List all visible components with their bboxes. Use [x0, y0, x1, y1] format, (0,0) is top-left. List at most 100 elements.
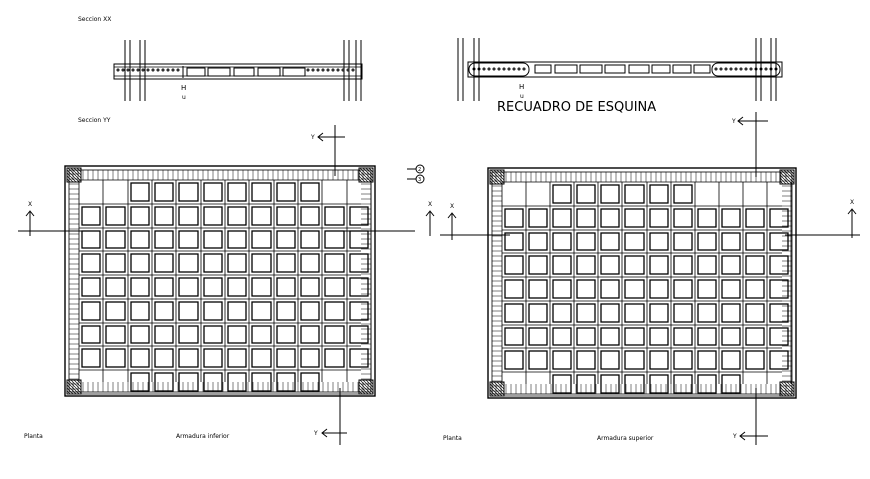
hollow-block [203, 301, 223, 321]
hollow-block [697, 303, 717, 323]
hollow-block [227, 277, 247, 297]
hollow-block [154, 301, 174, 321]
hollow-block [697, 374, 717, 394]
bar-dot [719, 67, 723, 71]
hollow-block [769, 208, 789, 228]
hatch-line [789, 169, 795, 175]
hollow-block [769, 232, 789, 251]
bar-dot [482, 67, 486, 71]
bar-dot [156, 68, 160, 72]
hollow-block [300, 348, 320, 368]
hollow-block [576, 374, 596, 394]
bar-dot [166, 68, 170, 72]
axis-markers-right-plan [440, 112, 860, 445]
hatch-line [359, 379, 374, 394]
section-mark-h-left: H [181, 84, 186, 92]
hollow-block [154, 372, 174, 392]
column-hatch [66, 379, 82, 395]
hatch-line [365, 167, 374, 176]
hollow-block [324, 301, 345, 321]
hatch-line [359, 167, 374, 182]
hatch-line [490, 169, 505, 184]
hollow-block [673, 374, 693, 394]
hollow-block [673, 303, 693, 323]
hollow-block [276, 182, 296, 202]
hollow-block [178, 348, 199, 368]
hollow-block [130, 277, 150, 297]
bar-dot [734, 67, 738, 71]
hatch-line [792, 381, 795, 384]
hollow-block [105, 253, 126, 273]
hollow-block [81, 277, 101, 297]
bar-dot [522, 67, 526, 71]
hollow-block [693, 64, 711, 74]
bar-dot [336, 68, 340, 72]
hollow-block [745, 255, 765, 275]
hollow-block [251, 230, 272, 249]
hatch-line [362, 379, 374, 391]
hollow-block [324, 253, 345, 273]
hollow-block [745, 232, 765, 251]
hollow-block [251, 182, 272, 202]
hollow-block [300, 372, 320, 392]
slab-outline [113, 63, 363, 80]
hatch-line [70, 379, 82, 391]
hollow-block [105, 325, 126, 344]
hollow-block [203, 325, 223, 344]
hatch-line [358, 387, 366, 395]
hatch-line [493, 169, 505, 181]
column-hatch [358, 167, 374, 183]
hollow-block [130, 182, 150, 202]
bar-mark-bubbles [407, 164, 425, 184]
hollow-block [504, 279, 524, 299]
hollow-block [154, 230, 174, 249]
hollow-block [203, 182, 223, 202]
hollow-block [649, 350, 669, 370]
hollow-block [276, 277, 296, 297]
hollow-block [552, 184, 572, 204]
plan-right-caption: Planta [443, 435, 462, 442]
bar-dot [749, 67, 753, 71]
hollow-block [257, 67, 281, 77]
slab-inner-outline [68, 169, 372, 393]
hollow-block [649, 255, 669, 275]
hatch-line [779, 177, 787, 185]
hollow-block [552, 374, 572, 394]
hollow-block [600, 255, 620, 275]
hollow-block [600, 279, 620, 299]
axis-x-label-right-1: X [450, 203, 454, 210]
bar-dot [116, 68, 120, 72]
hollow-block [576, 303, 596, 323]
hollow-block [624, 303, 645, 323]
hollow-block [349, 206, 369, 226]
hollow-block [186, 67, 206, 77]
hollow-block [300, 301, 320, 321]
bar-dot [331, 68, 335, 72]
hollow-block [769, 350, 789, 370]
slab-outline [487, 167, 797, 399]
hollow-block [624, 374, 645, 394]
hollow-block [105, 206, 126, 226]
hollow-block [178, 372, 199, 392]
hollow-block [552, 279, 572, 299]
section-xx-label: Seccion XX [78, 16, 111, 23]
hollow-block [579, 64, 603, 74]
bar-mark-2: 2 [418, 167, 421, 173]
hollow-block [745, 303, 765, 323]
hollow-block [649, 184, 669, 204]
hollow-block [604, 64, 626, 74]
hollow-block [324, 277, 345, 297]
hatch-line [358, 390, 363, 395]
hollow-block [528, 208, 548, 228]
hollow-block [178, 253, 199, 273]
hollow-block [576, 232, 596, 251]
slab-outline [64, 165, 376, 397]
hatch-line [779, 389, 787, 397]
hollow-block [154, 277, 174, 297]
bar-dot [517, 67, 521, 71]
hollow-block [769, 255, 789, 275]
hatch-line [779, 180, 784, 185]
hollow-block [528, 279, 548, 299]
bar-dot [121, 68, 125, 72]
hollow-block [673, 232, 693, 251]
